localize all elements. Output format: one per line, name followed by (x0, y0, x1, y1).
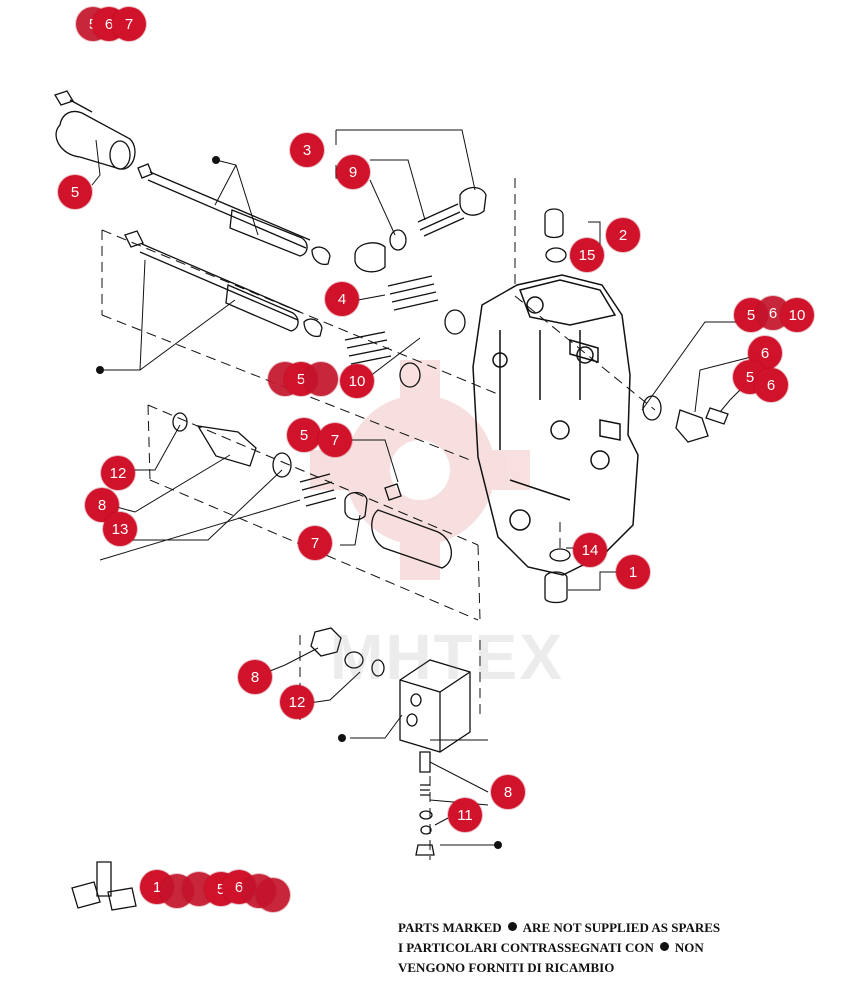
callout-5[interactable]: 5 (58, 175, 92, 209)
callout-1[interactable]: 1 (616, 555, 650, 589)
footnote-line3: VENGONO FORNITI DI RICAMBIO (398, 960, 615, 975)
parts-footnote: PARTS MARKED ARE NOT SUPPLIED AS SPARES I… (398, 918, 778, 978)
callout-2[interactable]: 2 (606, 218, 640, 252)
top-plug (544, 208, 567, 263)
callout-11[interactable]: 11 (448, 798, 482, 832)
footnote-line1-b: ARE NOT SUPPLIED AS SPARES (522, 920, 721, 935)
callout-5[interactable]: 5 (287, 418, 321, 452)
valve-body (472, 274, 639, 576)
callout-9[interactable]: 9 (336, 155, 370, 189)
callout-7[interactable]: 7 (112, 7, 146, 41)
callout-8[interactable]: 8 (491, 775, 525, 809)
bullet-icon (659, 942, 669, 951)
callout-12[interactable]: 12 (280, 685, 314, 719)
footnote-line2-a: I PARTICOLARI CONTRASSEGNATI CON (398, 940, 654, 955)
callout-15[interactable]: 15 (570, 238, 604, 272)
not-supplied-markers (96, 156, 502, 849)
right-cover (642, 395, 729, 443)
callout-7[interactable]: 7 (298, 526, 332, 560)
lower-shaft-group (124, 230, 323, 338)
callout-8[interactable]: 8 (85, 488, 119, 522)
middle-spool-group (172, 412, 452, 569)
callout-12[interactable]: 12 (101, 456, 135, 490)
callout-7[interactable]: 7 (318, 423, 352, 457)
callout-10[interactable]: 10 (340, 364, 374, 398)
bullet-icon (507, 922, 517, 931)
callout-14[interactable]: 14 (573, 533, 607, 567)
callout-6[interactable]: 6 (754, 368, 788, 402)
callout-4[interactable]: 4 (325, 282, 359, 316)
callout-13[interactable]: 13 (103, 512, 137, 546)
kit-box-icon (71, 861, 137, 911)
footnote-line2-b: NON (674, 940, 704, 955)
callout-stack[interactable] (304, 362, 338, 396)
bottom-plug (544, 548, 571, 604)
callout-stack[interactable] (256, 878, 290, 912)
top-endcap-group (54, 90, 331, 266)
footnote-line1-a: PARTS MARKED (398, 920, 502, 935)
callout-10[interactable]: 10 (780, 298, 814, 332)
watermark-emblem (310, 360, 530, 580)
callout-8[interactable]: 8 (238, 660, 272, 694)
top-spring-group (344, 186, 487, 388)
watermark-text: MHTEX (330, 621, 564, 693)
lower-block-group (310, 627, 471, 856)
callout-3[interactable]: 3 (290, 133, 324, 167)
